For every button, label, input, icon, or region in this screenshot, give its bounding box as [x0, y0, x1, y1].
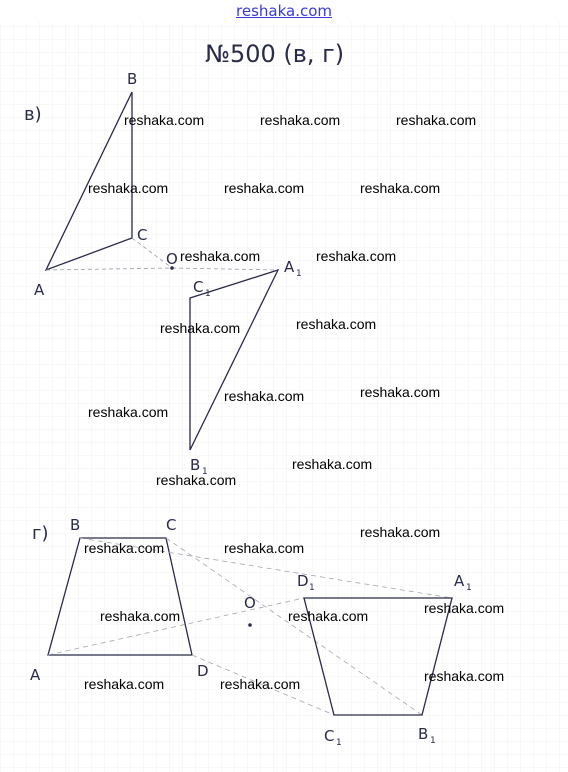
watermark: reshaka.com [124, 112, 205, 128]
watermark: reshaka.com [424, 668, 505, 684]
watermark: reshaka.com [224, 180, 305, 196]
watermark: reshaka.com [224, 388, 305, 404]
watermark: reshaka.com [88, 180, 169, 196]
svg-text:1: 1 [202, 467, 208, 477]
svg-text:1: 1 [336, 738, 342, 748]
watermark: reshaka.com [88, 404, 169, 420]
label-b-2: B [70, 516, 80, 534]
label-c1: C 1 [193, 278, 211, 299]
watermark: reshaka.com [424, 600, 505, 616]
label-b1-2: B 1 [418, 725, 436, 746]
part-v-label: в) [24, 104, 42, 125]
watermark: reshaka.com [360, 180, 441, 196]
construction-lines [47, 537, 453, 716]
label-a-2: A [30, 666, 41, 684]
label-c1-2: C 1 [324, 727, 342, 748]
construction-line [171, 267, 279, 271]
svg-text:1: 1 [309, 583, 315, 593]
watermark: reshaka.com [220, 676, 301, 692]
label-d1: D 1 [297, 572, 315, 593]
watermark: reshaka.com [84, 540, 165, 556]
svg-text:C: C [193, 278, 203, 296]
label-b: B [127, 70, 137, 88]
watermark: reshaka.com [180, 248, 261, 264]
watermark: reshaka.com [288, 608, 369, 624]
label-c: C [137, 226, 147, 244]
grid-paper [0, 22, 568, 772]
watermark: reshaka.com [292, 456, 373, 472]
problem-title: №500 (в, г) [205, 40, 344, 68]
part-g-label: г) [32, 523, 48, 544]
watermark: reshaka.com [360, 524, 441, 540]
label-a: A [34, 281, 45, 299]
svg-text:A: A [454, 572, 465, 590]
svg-text:D: D [297, 572, 309, 590]
site-link[interactable]: reshaka.com [236, 2, 332, 20]
center-point-o [170, 266, 174, 270]
triangle-abc [44, 91, 133, 272]
construction-line [45, 267, 173, 271]
center-point-o-2 [248, 623, 252, 627]
svg-text:1: 1 [430, 736, 436, 746]
triangle-a1b1c1 [189, 268, 280, 451]
watermark: reshaka.com [84, 676, 165, 692]
svg-text:C: C [324, 727, 334, 745]
watermark: reshaka.com [316, 248, 397, 264]
svg-text:B: B [190, 456, 200, 474]
svg-text:1: 1 [296, 269, 302, 279]
label-o-2: O [244, 594, 256, 612]
label-o: O [166, 250, 178, 268]
label-a1: A 1 [284, 258, 302, 279]
watermark: reshaka.com [156, 472, 237, 488]
svg-text:B: B [418, 725, 428, 743]
svg-text:A: A [284, 258, 295, 276]
site-header: reshaka.com [0, 0, 568, 22]
watermark: reshaka.com [160, 320, 241, 336]
watermark: reshaka.com [260, 112, 341, 128]
label-c-2: C [166, 516, 176, 534]
svg-text:1: 1 [205, 289, 211, 299]
label-d-2: D [197, 662, 209, 680]
watermark: reshaka.com [296, 316, 377, 332]
watermark: reshaka.com [396, 112, 477, 128]
watermark: reshaka.com [100, 608, 181, 624]
label-b1: B 1 [190, 456, 208, 477]
construction-line [131, 237, 173, 269]
watermark: reshaka.com [224, 540, 305, 556]
quadrilateral-a1b1c1d1 [303, 597, 453, 716]
label-a1-2: A 1 [454, 572, 472, 593]
svg-text:1: 1 [466, 583, 472, 593]
watermark: reshaka.com [360, 384, 441, 400]
